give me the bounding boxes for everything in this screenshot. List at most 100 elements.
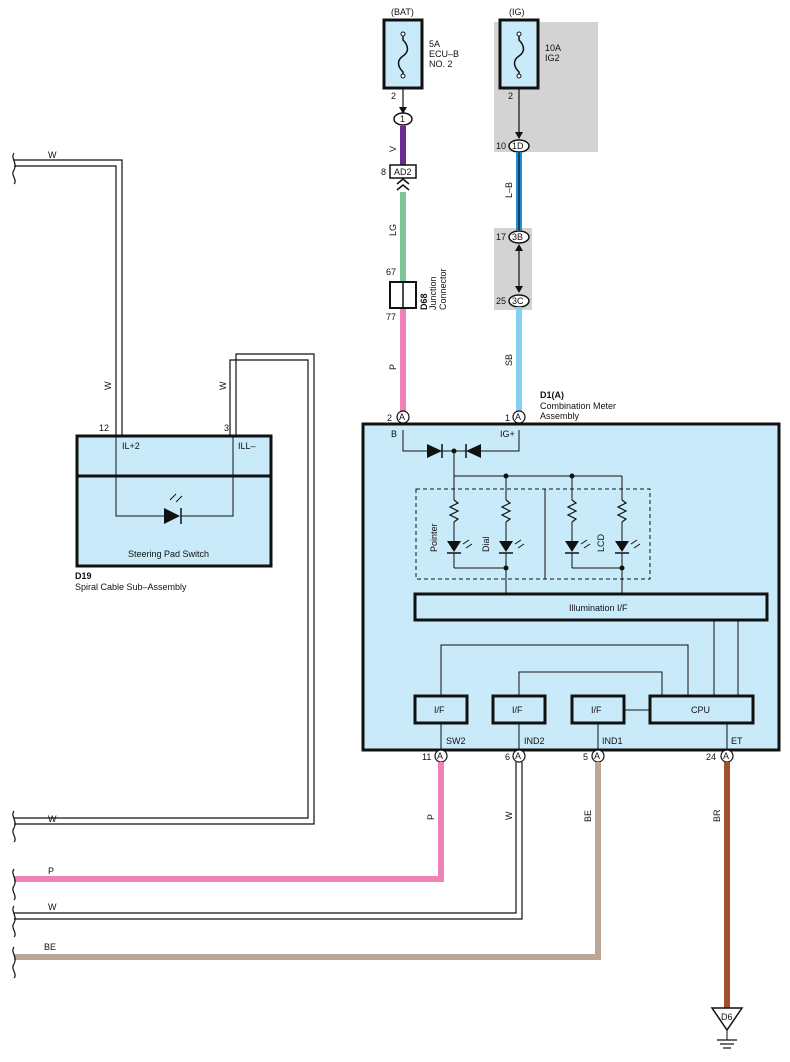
cpu-label: CPU <box>691 705 710 715</box>
chevron-icon <box>396 178 410 191</box>
svg-text:I/F: I/F <box>591 705 602 715</box>
bat-fuse-name2: NO. 2 <box>429 59 453 69</box>
switch-id: D19 <box>75 571 92 581</box>
svg-text:AD2: AD2 <box>394 167 412 177</box>
lamp-label-dial: Dial <box>481 536 491 552</box>
meter-pin-1 <box>512 410 526 424</box>
svg-text:1D: 1D <box>512 141 524 151</box>
lamp-lcd-2 <box>615 476 641 568</box>
svg-text:BE: BE <box>44 942 56 952</box>
svg-text:D6: D6 <box>721 1012 733 1022</box>
steering-pad-switch-label: Steering Pad Switch <box>128 549 209 559</box>
wire-w-ind2 <box>14 762 523 920</box>
wire-p-bottom <box>14 762 444 882</box>
switch-led-icon <box>164 508 180 524</box>
svg-text:I/F: I/F <box>512 705 523 715</box>
wire-v-label: V <box>388 146 398 152</box>
svg-text:A: A <box>399 412 405 422</box>
ig-fuse-rating: 10A <box>545 43 561 53</box>
junction-name2: Connector <box>438 268 448 310</box>
svg-text:IG+: IG+ <box>500 429 515 439</box>
svg-text:1: 1 <box>400 114 405 124</box>
bat-source-label: (BAT) <box>391 7 414 17</box>
if-block-ind2 <box>491 694 547 725</box>
wire-w-pin3 <box>14 353 315 825</box>
connector-ad2 <box>389 164 417 179</box>
svg-text:17: 17 <box>496 232 506 242</box>
svg-text:P: P <box>426 814 436 820</box>
svg-text:5: 5 <box>583 752 588 762</box>
svg-text:SW2: SW2 <box>446 736 466 746</box>
meter-pin-2 <box>396 410 410 424</box>
wire-lb-label: L–B <box>504 182 514 198</box>
svg-text:6: 6 <box>505 752 510 762</box>
bat-fuse-name1: ECU–B <box>429 49 459 59</box>
svg-text:A: A <box>515 751 521 761</box>
junction-name1: Junction <box>428 276 438 310</box>
wire-be <box>14 762 601 960</box>
steering-pad-switch-box <box>75 434 273 568</box>
connector-1 <box>393 112 413 126</box>
diode-b-icon <box>427 444 442 458</box>
svg-text:W: W <box>48 814 57 824</box>
svg-text:W: W <box>218 381 228 390</box>
svg-text:8: 8 <box>381 167 386 177</box>
lamp-lcd-1 <box>565 476 591 568</box>
svg-text:3C: 3C <box>512 296 524 306</box>
diode-ig-icon <box>466 444 481 458</box>
ground-d6-icon <box>710 1007 744 1032</box>
svg-text:3: 3 <box>224 423 229 433</box>
svg-text:ILL–: ILL– <box>238 441 256 451</box>
bat-fuse-rating: 5A <box>429 39 440 49</box>
lamp-group-box <box>415 488 651 580</box>
illumination-if-box <box>413 592 769 622</box>
connector-3b <box>508 230 530 244</box>
wire-p-top-label: P <box>388 364 398 370</box>
lamp-label-lcd: LCD <box>596 533 606 552</box>
svg-text:A: A <box>723 751 729 761</box>
meter-id: D1(A) <box>540 390 564 400</box>
svg-text:67: 67 <box>386 267 396 277</box>
junction-id: D68 <box>419 293 429 310</box>
switch-name: Spiral Cable Sub–Assembly <box>75 582 187 592</box>
svg-text:10: 10 <box>496 141 506 151</box>
ig-fuse-pin: 2 <box>508 91 513 101</box>
wire-sb-label: SB <box>504 354 514 366</box>
cpu-block <box>648 694 755 725</box>
meter-name2: Assembly <box>540 411 580 421</box>
svg-text:IL+2: IL+2 <box>122 441 140 451</box>
meter-name1: Combination Meter <box>540 401 616 411</box>
bat-fuse-pin: 2 <box>391 91 396 101</box>
svg-text:W: W <box>48 150 57 160</box>
svg-text:77: 77 <box>386 312 396 322</box>
svg-text:2: 2 <box>387 413 392 423</box>
svg-text:I/F: I/F <box>434 705 445 715</box>
svg-text:P: P <box>48 866 54 876</box>
svg-text:A: A <box>594 751 600 761</box>
svg-text:W: W <box>103 381 113 390</box>
svg-text:1: 1 <box>505 413 510 423</box>
svg-text:3B: 3B <box>512 232 523 242</box>
wire-lg-label: LG <box>388 224 398 236</box>
svg-text:11: 11 <box>422 752 431 762</box>
svg-text:25: 25 <box>496 296 506 306</box>
ig-fuse-icon <box>513 32 525 78</box>
svg-text:12: 12 <box>99 423 109 433</box>
wire-w-pin12 <box>14 159 123 436</box>
lamp-label-pointer: Pointer <box>429 523 439 552</box>
svg-text:W: W <box>504 811 514 820</box>
bat-fuse-icon <box>397 32 409 78</box>
svg-text:A: A <box>515 412 521 422</box>
svg-text:BE: BE <box>583 810 593 822</box>
svg-text:ET: ET <box>731 736 743 746</box>
illumination-if-label: Illumination I/F <box>569 603 628 613</box>
meter-pin-6 <box>512 749 526 763</box>
svg-text:B: B <box>391 429 397 439</box>
ig-source-label: (IG) <box>509 7 525 17</box>
svg-text:W: W <box>48 902 57 912</box>
svg-text:A: A <box>437 751 443 761</box>
svg-text:IND1: IND1 <box>602 736 623 746</box>
svg-text:24: 24 <box>706 752 716 762</box>
lamp-pointer <box>447 476 473 568</box>
